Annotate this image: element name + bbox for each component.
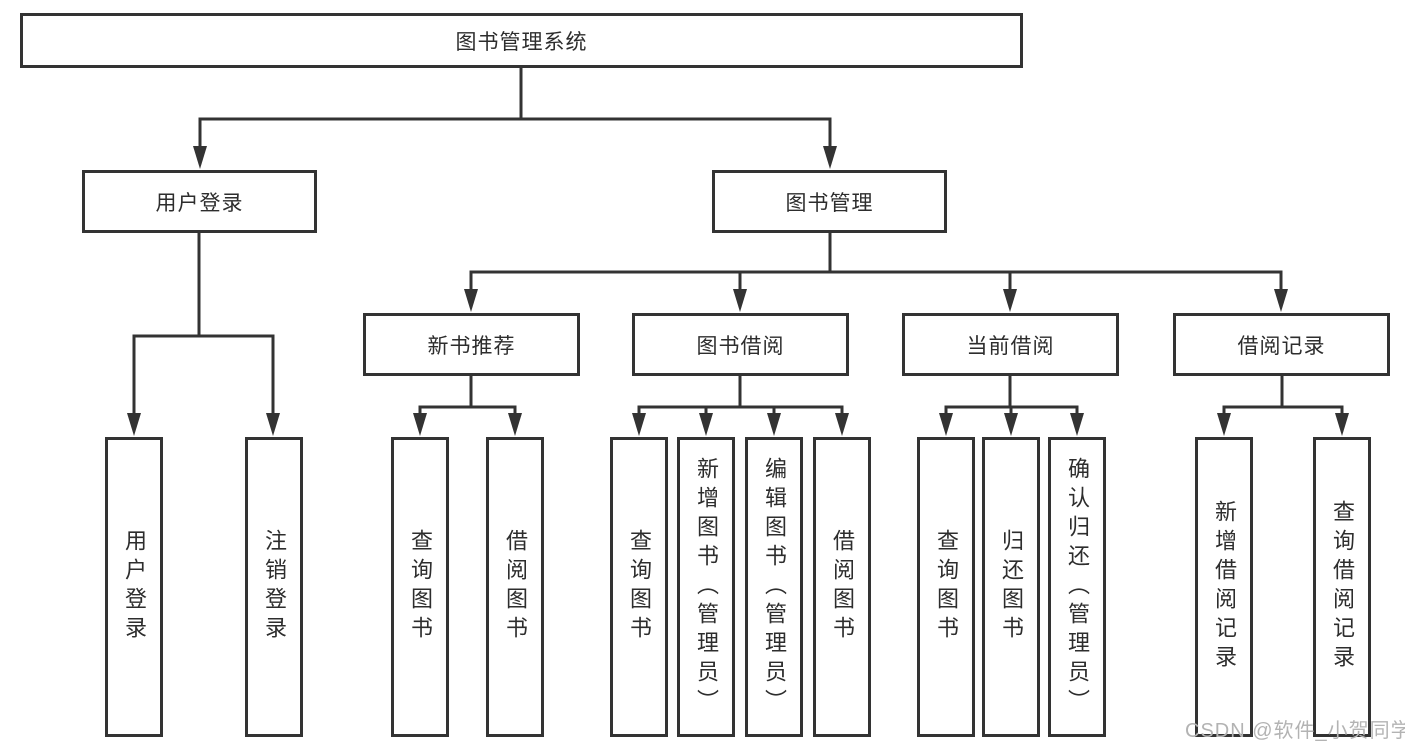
arrowhead-icon <box>632 413 646 436</box>
connector-group <box>193 66 837 169</box>
leaf-logout: 注销登录 <box>245 437 303 737</box>
leaf-add-borrow-record: 新增借阅记录 <box>1195 437 1253 737</box>
leaf-return-book: 归还图书 <box>982 437 1040 737</box>
leaf-add-book-admin: 新增图书（管理员） <box>677 437 735 737</box>
node-user-login: 用户登录 <box>82 170 317 233</box>
arrowhead-icon <box>733 289 747 312</box>
leaf-borrow-books-recommend: 借阅图书 <box>486 437 544 737</box>
arrowhead-icon <box>1003 289 1017 312</box>
node-book-management: 图书管理 <box>712 170 947 233</box>
connector-group <box>632 375 849 436</box>
arrowhead-icon <box>1274 289 1288 312</box>
arrowhead-icon <box>835 413 849 436</box>
arrowhead-icon <box>413 413 427 436</box>
connector-group <box>1217 375 1349 436</box>
arrowhead-icon <box>823 146 837 169</box>
arrowhead-icon <box>1217 413 1231 436</box>
leaf-confirm-return-admin: 确认归还（管理员） <box>1048 437 1106 737</box>
csdn-watermark: CSDN @软件_小贺同学 <box>1185 720 1405 742</box>
arrowhead-icon <box>1004 413 1018 436</box>
connector-group <box>939 375 1084 436</box>
connector-group <box>413 375 522 436</box>
node-book-borrow: 图书借阅 <box>632 313 849 376</box>
leaf-user-login: 用户登录 <box>105 437 163 737</box>
arrowhead-icon <box>1335 413 1349 436</box>
leaf-edit-book-admin: 编辑图书（管理员） <box>745 437 803 737</box>
node-current-borrow: 当前借阅 <box>902 313 1119 376</box>
arrowhead-icon <box>193 146 207 169</box>
arrowhead-icon <box>939 413 953 436</box>
leaf-query-books-recommend: 查询图书 <box>391 437 449 737</box>
connector-group <box>464 231 1288 312</box>
arrowhead-icon <box>508 413 522 436</box>
leaf-query-books-current: 查询图书 <box>917 437 975 737</box>
leaf-query-books-borrow: 查询图书 <box>610 437 668 737</box>
node-borrow-records: 借阅记录 <box>1173 313 1390 376</box>
node-library-management-system: 图书管理系统 <box>20 13 1023 68</box>
leaf-query-borrow-record: 查询借阅记录 <box>1313 437 1371 737</box>
arrowhead-icon <box>464 289 478 312</box>
arrowhead-icon <box>127 413 141 436</box>
connector-group <box>127 231 280 436</box>
arrowhead-icon <box>266 413 280 436</box>
arrowhead-icon <box>699 413 713 436</box>
leaf-borrow-books: 借阅图书 <box>813 437 871 737</box>
node-new-book-recommend: 新书推荐 <box>363 313 580 376</box>
arrowhead-icon <box>1070 413 1084 436</box>
arrowhead-icon <box>767 413 781 436</box>
